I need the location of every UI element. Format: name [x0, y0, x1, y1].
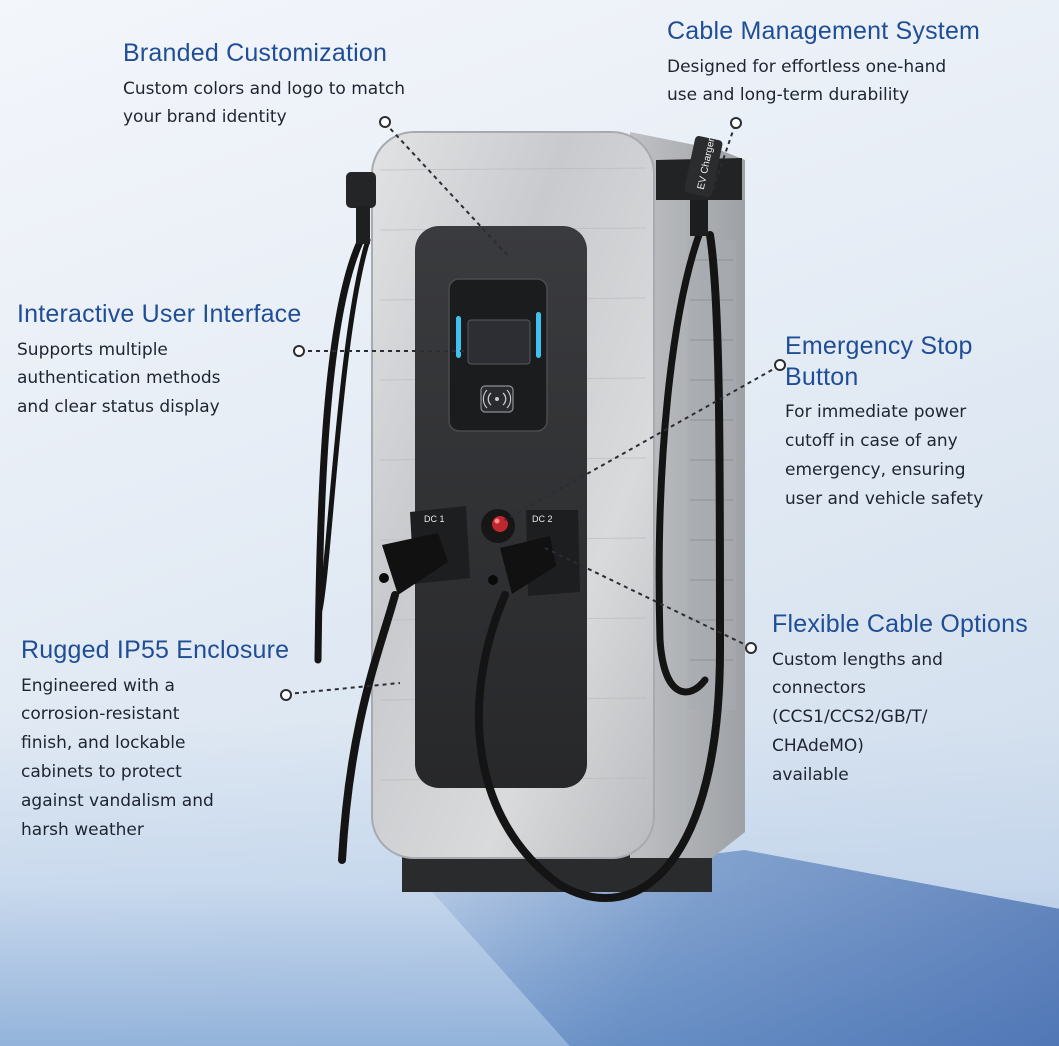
leader-endpoints — [280, 116, 786, 701]
callout-line: harsh weather — [21, 819, 144, 840]
callout-line: Designed for effortless one-hand — [667, 56, 947, 77]
callout-line: emergency, ensuring — [785, 459, 966, 480]
connector-plug-right — [488, 536, 556, 594]
cable-holder-right: EV Charger — [656, 135, 742, 236]
callout-line: and clear status display — [17, 397, 220, 418]
callout-line: authentication methods — [17, 368, 221, 389]
callout-line: Custom lengths and — [772, 649, 943, 670]
callout-cable-options: Flexible Cable Options Custom lengths an… — [772, 609, 1028, 790]
leader-cable-options — [544, 547, 751, 648]
connector-label-dc2: DC 2 — [532, 514, 553, 524]
callout-user-interface: Interactive User Interface Supports mult… — [17, 299, 302, 422]
callout-line: cabinets to protect — [21, 762, 182, 783]
callout-description: Custom colors and logo to match your bra… — [123, 75, 405, 133]
callout-title: Cable Management System — [667, 17, 981, 45]
callout-description: For immediate power cutoff in case of an… — [785, 398, 983, 514]
callout-branded-customization: Branded Customization Custom colors and … — [123, 38, 405, 132]
callout-line: cutoff in case of any — [785, 430, 958, 451]
callout-description: Supports multiple authentication methods… — [17, 336, 302, 423]
callout-line: (CCS1/CCS2/GB/T/ — [772, 707, 928, 728]
display-module — [448, 278, 548, 432]
callout-line: For immediate power — [785, 402, 967, 422]
callout-line: against vandalism and — [21, 791, 214, 812]
callout-line: connectors — [772, 678, 867, 699]
front-housing — [371, 131, 655, 859]
callout-description: Engineered with a corrosion-resistant fi… — [21, 672, 289, 845]
leader-branded — [384, 122, 511, 259]
emergency-stop-icon — [481, 509, 515, 543]
leader-cable-management — [711, 124, 736, 193]
touch-screen — [467, 319, 531, 365]
callout-line: corrosion-resistant — [21, 704, 180, 725]
callout-line: Supports multiple — [17, 339, 168, 360]
callout-line: your brand identity — [123, 107, 287, 128]
nfc-icon — [480, 385, 514, 413]
charging-cables — [314, 228, 725, 903]
callout-title: Emergency Stop Button — [785, 331, 983, 392]
callout-description: Custom lengths and connectors (CCS1/CCS2… — [772, 646, 1028, 790]
callout-title-line: Button — [785, 362, 859, 391]
callout-title: Flexible Cable Options — [772, 610, 1028, 638]
callout-line: user and vehicle safety — [785, 488, 984, 509]
callout-cable-management: Cable Management System Designed for eff… — [667, 16, 980, 110]
callout-description: Designed for effortless one-hand use and… — [667, 53, 980, 111]
callout-title-line: Emergency Stop — [785, 332, 973, 360]
status-led-left — [456, 316, 461, 358]
callout-title: Branded Customization — [123, 39, 388, 67]
leader-enclosure — [286, 682, 401, 695]
callout-line: Custom colors and logo to match — [123, 78, 405, 99]
leader-lines — [286, 122, 780, 695]
callout-line: finish, and lockable — [21, 733, 186, 754]
callout-line: use and long-term durability — [667, 85, 910, 106]
callout-line: available — [772, 765, 849, 786]
status-led-right — [536, 312, 541, 358]
callout-rugged-enclosure: Rugged IP55 Enclosure Engineered with a … — [21, 635, 289, 845]
callout-title: Rugged IP55 Enclosure — [21, 636, 290, 664]
callout-line: CHAdeMO) — [772, 736, 864, 757]
callout-line: Engineered with a — [21, 675, 175, 696]
callout-emergency-stop: Emergency Stop Button For immediate powe… — [785, 331, 983, 514]
connector-label-dc1: DC 1 — [424, 514, 445, 524]
connector-plug-left — [379, 533, 448, 595]
cable-holder-left — [346, 172, 376, 244]
side-vent-slats — [690, 259, 734, 661]
callout-title: Interactive User Interface — [17, 300, 302, 328]
